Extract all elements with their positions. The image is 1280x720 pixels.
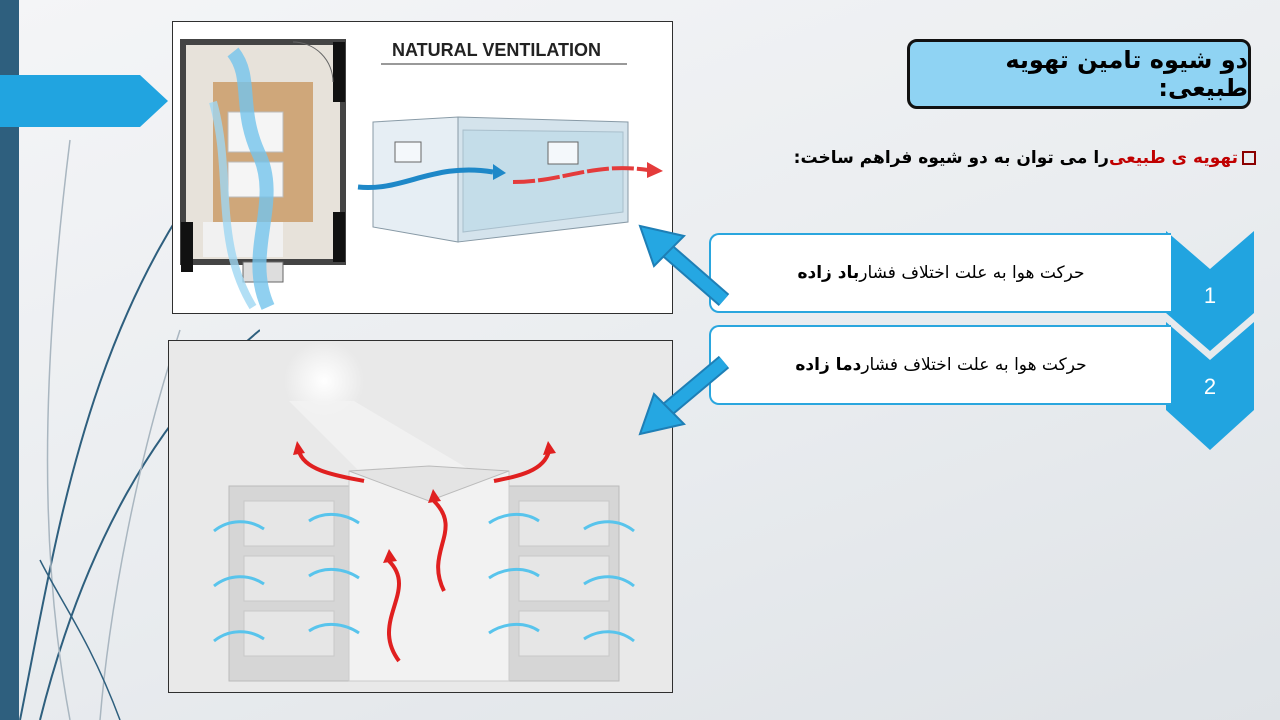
natural-ventilation-figure: NATURAL VENTILATION — [172, 21, 673, 314]
step-number-1: 1 — [1203, 283, 1217, 308]
chevron-step-2 — [1166, 322, 1254, 450]
stack-ventilation-illustration — [213, 341, 635, 682]
left-pointer-arrow — [0, 75, 168, 127]
slide-title: دو شیوه تامین تهویه طبیعی: — [1005, 46, 1248, 102]
arrow-to-top-figure-icon — [638, 224, 730, 307]
step-1-bold: باد زاده — [797, 263, 860, 283]
stack-ventilation-figure — [168, 340, 673, 693]
checkbox-bullet-icon — [1242, 151, 1256, 165]
step-1-text: حرکت هوا به علت اختلاف فشار — [859, 263, 1085, 283]
step-box-2: حرکت هوا به علت اختلاف فشار دما زاده — [709, 325, 1171, 405]
slide-title-box: دو شیوه تامین تهویه طبیعی: — [907, 39, 1251, 109]
natural-ventilation-illustration: NATURAL VENTILATION — [180, 39, 663, 310]
bullet-line: تهویه ی طبیعی را می توان به دو شیوه فراه… — [794, 148, 1256, 168]
figure-caption: NATURAL VENTILATION — [392, 40, 601, 60]
step-number-2: 2 — [1203, 374, 1217, 399]
step-2-bold: دما زاده — [795, 355, 862, 375]
step-box-1: حرکت هوا به علت اختلاف فشار باد زاده — [709, 233, 1171, 313]
left-accent-bar — [0, 0, 19, 720]
chevron-step-1 — [1166, 231, 1254, 351]
step-2-text: حرکت هوا به علت اختلاف فشار — [861, 355, 1087, 375]
arrow-to-bottom-figure-icon — [638, 355, 730, 436]
bullet-highlight: تهویه ی طبیعی — [1108, 148, 1238, 168]
bullet-text: را می توان به دو شیوه فراهم ساخت: — [793, 148, 1109, 168]
